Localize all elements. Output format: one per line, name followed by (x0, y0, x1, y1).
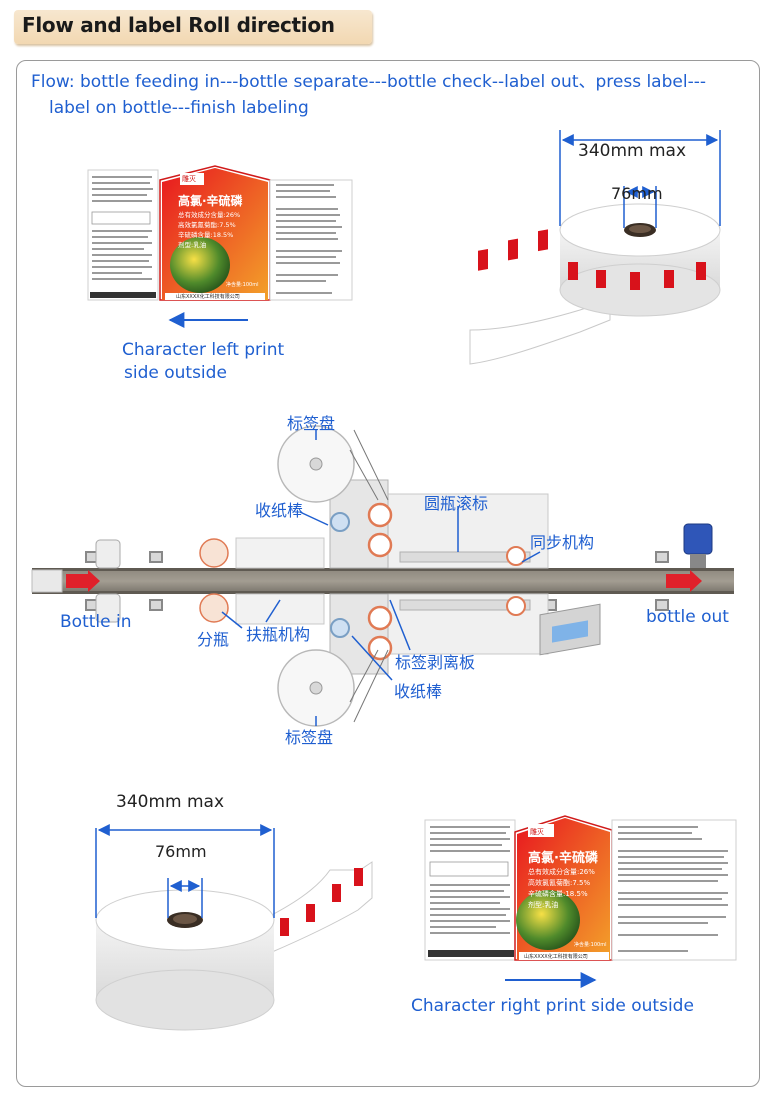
rewind-rod-bottom-callout: 收纸棒 (394, 682, 443, 701)
bottom-label-formulation: 剂型:乳油 (528, 900, 558, 909)
round-bottle-roller-callout: 圆瓶滚标 (424, 494, 489, 513)
rewind-rod-top-callout: 收纸棒 (255, 501, 304, 520)
top-label-content-total: 总有效成分含量:26% (178, 210, 240, 219)
bottle-in-label: Bottle in (60, 612, 132, 632)
bottom-label-roll (95, 861, 373, 1031)
section-title: Flow and label Roll direction (22, 13, 335, 37)
callout-leaders (221, 430, 541, 726)
bottom-label-content-b: 辛硫磷含量:18.5% (528, 889, 588, 898)
bottom-roll-width-label: 340mm max (116, 792, 225, 812)
top-roll-width-label: 340mm max (578, 141, 687, 161)
bottle-separator-callout: 分瓶 (197, 630, 230, 649)
top-label-content-b: 辛硫磷含量:18.5% (178, 230, 233, 239)
labeling-machine (31, 425, 734, 727)
top-label-manufacturer: 山东XXXX化工科技有限公司 (176, 293, 240, 300)
top-label-roll (469, 203, 721, 365)
bottom-label-brand: 雕灭 (530, 827, 544, 836)
label-reel-top-callout: 标签盘 (287, 414, 336, 433)
bottom-label-net-content: 净含量:100ml (574, 941, 607, 948)
top-caption-line-1: Character left print (122, 340, 285, 360)
bottom-caption: Character right print side outside (411, 996, 694, 1016)
sync-mechanism-callout: 同步机构 (530, 533, 595, 552)
content-frame (16, 60, 760, 1087)
top-caption-line-2: side outside (124, 363, 227, 383)
top-label-brand: 雕灭 (182, 174, 196, 183)
bottom-label-artwork (424, 815, 737, 961)
top-label-net-content: 净含量:100ml (226, 281, 259, 288)
bottle-out-label: bottle out (646, 607, 729, 627)
top-label-product-name: 高氯·辛硫磷 (178, 193, 244, 208)
top-label-formulation: 剂型:乳油 (178, 240, 206, 249)
bottom-label-content-a: 高效氯氰菊酯:7.5% (528, 878, 590, 887)
bottom-label-content-total: 总有效成分含量:26% (528, 867, 595, 876)
top-label-artwork (87, 165, 353, 301)
top-core-diameter-label: 76mm (611, 184, 663, 203)
flow-text-line-1: Flow: bottle feeding in---bottle separat… (31, 72, 706, 92)
bottle-holder-callout: 扶瓶机构 (246, 625, 311, 644)
top-label-content-a: 高效氯氰菊酯:7.5% (178, 220, 236, 229)
bottom-label-product-name: 高氯·辛硫磷 (528, 850, 599, 866)
label-reel-bottom-callout: 标签盘 (285, 728, 334, 747)
flow-text-line-2: label on bottle---finish labeling (49, 98, 309, 118)
label-peel-plate-callout: 标签剥离板 (395, 653, 476, 672)
bottom-core-diameter-label: 76mm (155, 842, 207, 861)
section-header (14, 10, 372, 44)
bottom-label-manufacturer: 山东XXXX化工科技有限公司 (524, 953, 588, 960)
